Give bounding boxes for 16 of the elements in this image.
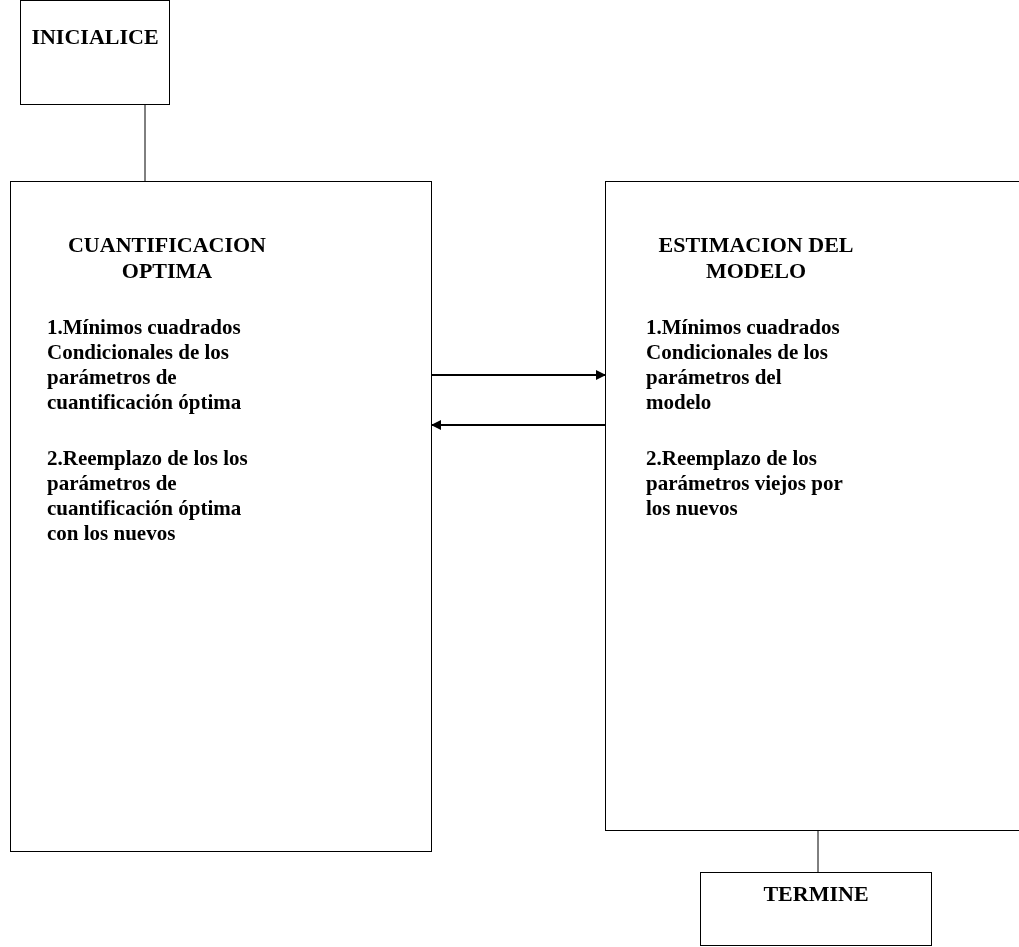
step-text: 2.Reemplazo de los los parámetros de cuantificación óptima con los nuevos — [47, 445, 249, 547]
arrow — [431, 370, 606, 380]
box-title: ESTIMACION DEL MODELO — [657, 232, 855, 285]
box-title: INICIALICE — [30, 24, 160, 51]
step-text: 1.Mínimos cuadrados Condicionales de los parámetros del modelo — [646, 314, 841, 416]
step-text: 1.Mínimos cuadrados Condicionales de los parámetros de cuantificación óptima — [47, 314, 243, 416]
box-title: TERMINE — [762, 880, 870, 908]
arrow — [431, 420, 606, 430]
connector-line — [144, 104, 146, 182]
box-title: CUANTIFICACION OPTIMA — [67, 232, 267, 285]
process-box — [605, 181, 1019, 831]
step-text: 2.Reemplazo de los parámetros viejos por los nuevos — [646, 445, 844, 522]
process-box — [10, 181, 432, 852]
connector-line — [817, 830, 819, 873]
process-box — [700, 872, 932, 946]
process-box — [20, 0, 170, 105]
